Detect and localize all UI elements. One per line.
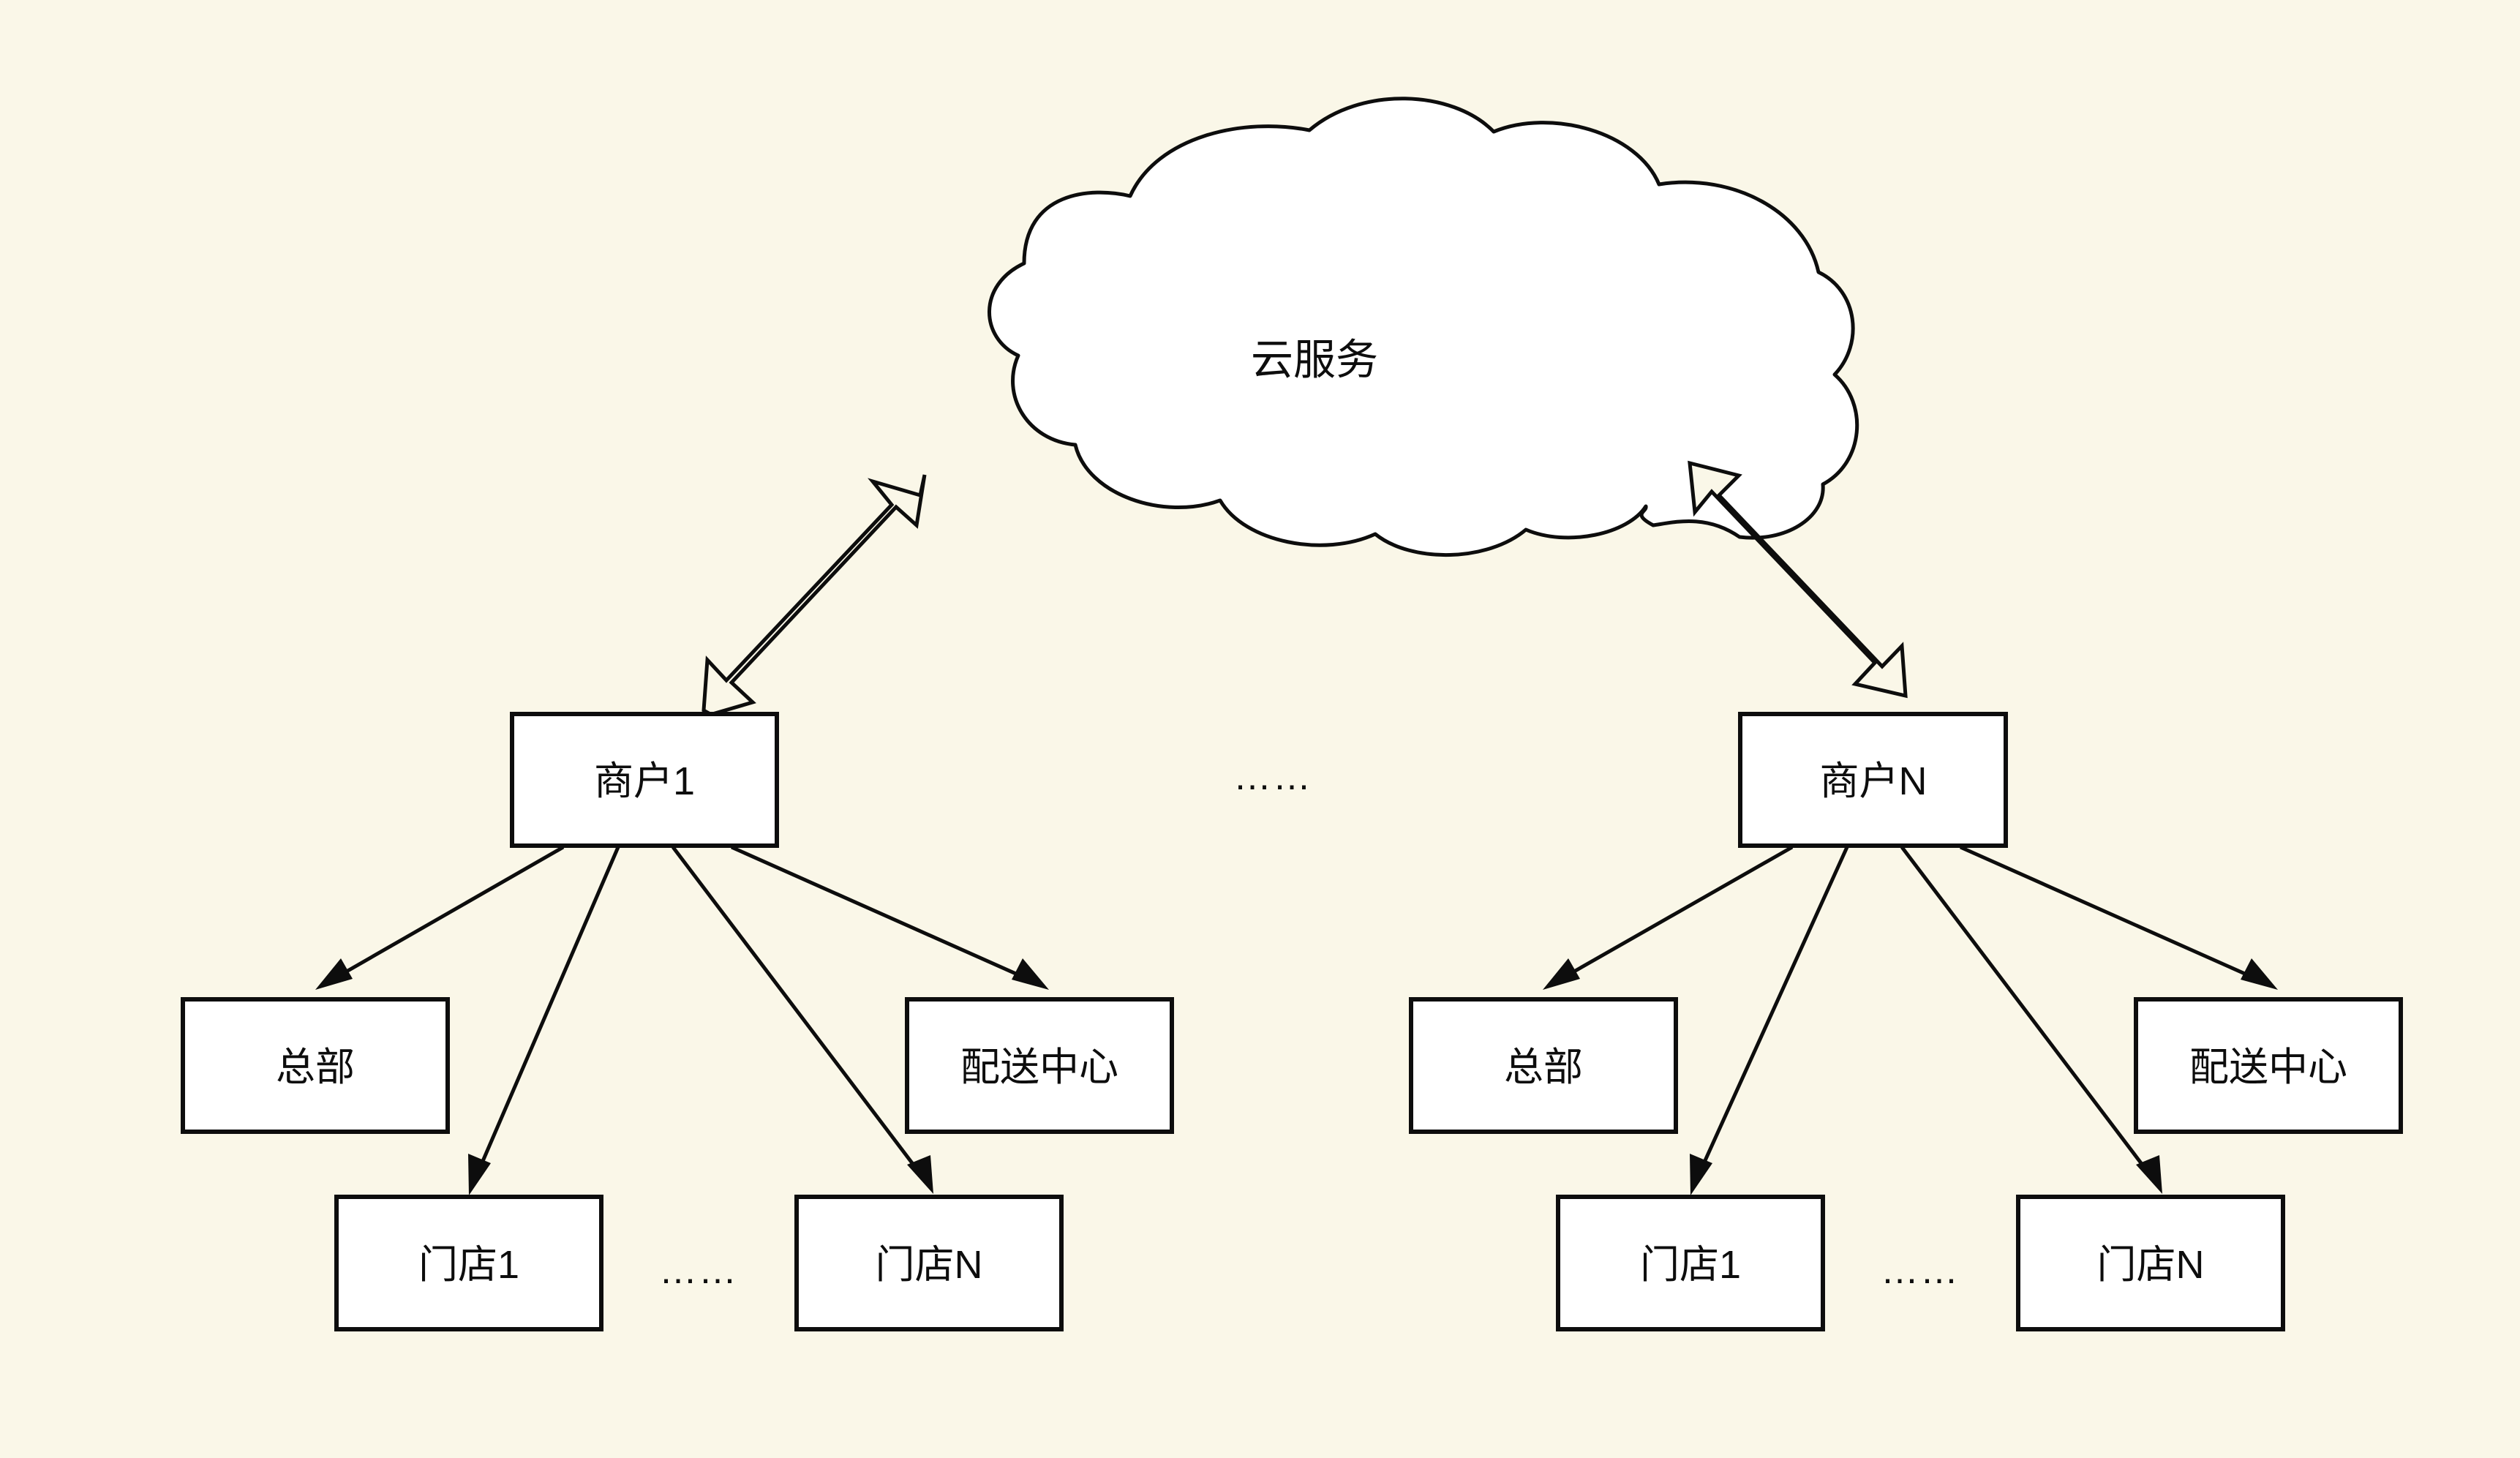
cloud-node[interactable]: 云服务 — [988, 97, 1859, 557]
left-headquarters-label: 总部 — [276, 1045, 355, 1089]
left-store-1-node[interactable]: 门店1 — [334, 1195, 603, 1331]
connector-line — [472, 846, 620, 1182]
right-store-1-node[interactable]: 门店1 — [1556, 1195, 1825, 1331]
right-store-1-box — [1556, 1195, 1825, 1331]
right-headquarters-box — [1409, 997, 1678, 1134]
merchant-ellipsis: …… — [1233, 756, 1312, 798]
arrowhead — [2241, 958, 2278, 990]
merchant-1-to-distribution-connector — [730, 845, 1049, 990]
left-headquarters-box — [181, 997, 450, 1134]
double-arrow-right-shape — [1688, 460, 1908, 699]
right-store-n-label: 门店N — [2097, 1243, 2205, 1287]
cloud-to-merchant-n-arrow[interactable] — [1688, 460, 1908, 699]
connector-line — [1900, 846, 2156, 1183]
right-headquarters-label: 总部 — [1504, 1045, 1583, 1089]
merchant-1-box — [510, 712, 779, 848]
left-store-1-box — [334, 1195, 603, 1331]
arrowhead — [2136, 1155, 2162, 1194]
right-distribution-center-box — [2134, 997, 2403, 1134]
arrowhead — [315, 958, 353, 990]
arrowhead — [1543, 958, 1580, 990]
cloud-label: 云服务 — [1251, 337, 1378, 384]
right-store-ellipsis: …… — [1881, 1250, 1960, 1292]
merchant-1-to-store-n-connector — [672, 846, 933, 1194]
arrowhead — [907, 1155, 933, 1194]
merchant-n-label: 商户N — [1820, 759, 1927, 803]
connector-line — [1551, 845, 1794, 986]
left-store-n-label: 门店N — [876, 1243, 983, 1287]
merchant-n-node[interactable]: 商户N — [1738, 712, 2008, 848]
connector-line — [1693, 846, 1849, 1183]
right-store-1-label: 门店1 — [1640, 1243, 1741, 1287]
connector-line — [323, 845, 565, 986]
right-headquarters-node[interactable]: 总部 — [1409, 997, 1678, 1134]
merchant-1-node[interactable]: 商户1 — [510, 712, 779, 848]
merchant-n-to-distribution-connector — [1959, 845, 2278, 990]
left-distribution-center-box — [905, 997, 1174, 1134]
arrowhead — [468, 1154, 491, 1195]
right-distribution-center-label: 配送中心 — [2189, 1045, 2347, 1089]
merchant-1-label: 商户1 — [594, 759, 695, 803]
merchant-n-box — [1738, 712, 2008, 848]
merchant-n-to-store-n-connector — [1900, 846, 2162, 1194]
left-store-ellipsis: …… — [659, 1250, 738, 1292]
left-distribution-center-label: 配送中心 — [960, 1045, 1118, 1089]
right-store-n-node[interactable]: 门店N — [2016, 1195, 2285, 1331]
right-store-n-box — [2016, 1195, 2285, 1331]
left-distribution-center-node[interactable]: 配送中心 — [905, 997, 1174, 1134]
merchant-1-to-store-1-connector — [468, 846, 620, 1195]
left-store-1-label: 门店1 — [418, 1243, 519, 1287]
left-headquarters-node[interactable]: 总部 — [181, 997, 450, 1134]
connector-line — [1959, 845, 2268, 985]
merchant-1-to-headquarters-connector — [315, 845, 565, 990]
left-store-n-node[interactable]: 门店N — [794, 1195, 1064, 1331]
connector-line — [730, 845, 1039, 985]
connector-line — [672, 846, 928, 1183]
cloud-shape — [988, 97, 1859, 557]
right-distribution-center-node[interactable]: 配送中心 — [2134, 997, 2403, 1134]
arrowhead — [1012, 958, 1049, 990]
merchant-n-to-store-1-connector — [1690, 846, 1849, 1195]
left-store-n-box — [794, 1195, 1064, 1331]
merchant-n-to-headquarters-connector — [1543, 845, 1794, 990]
arrowhead — [1690, 1154, 1712, 1195]
